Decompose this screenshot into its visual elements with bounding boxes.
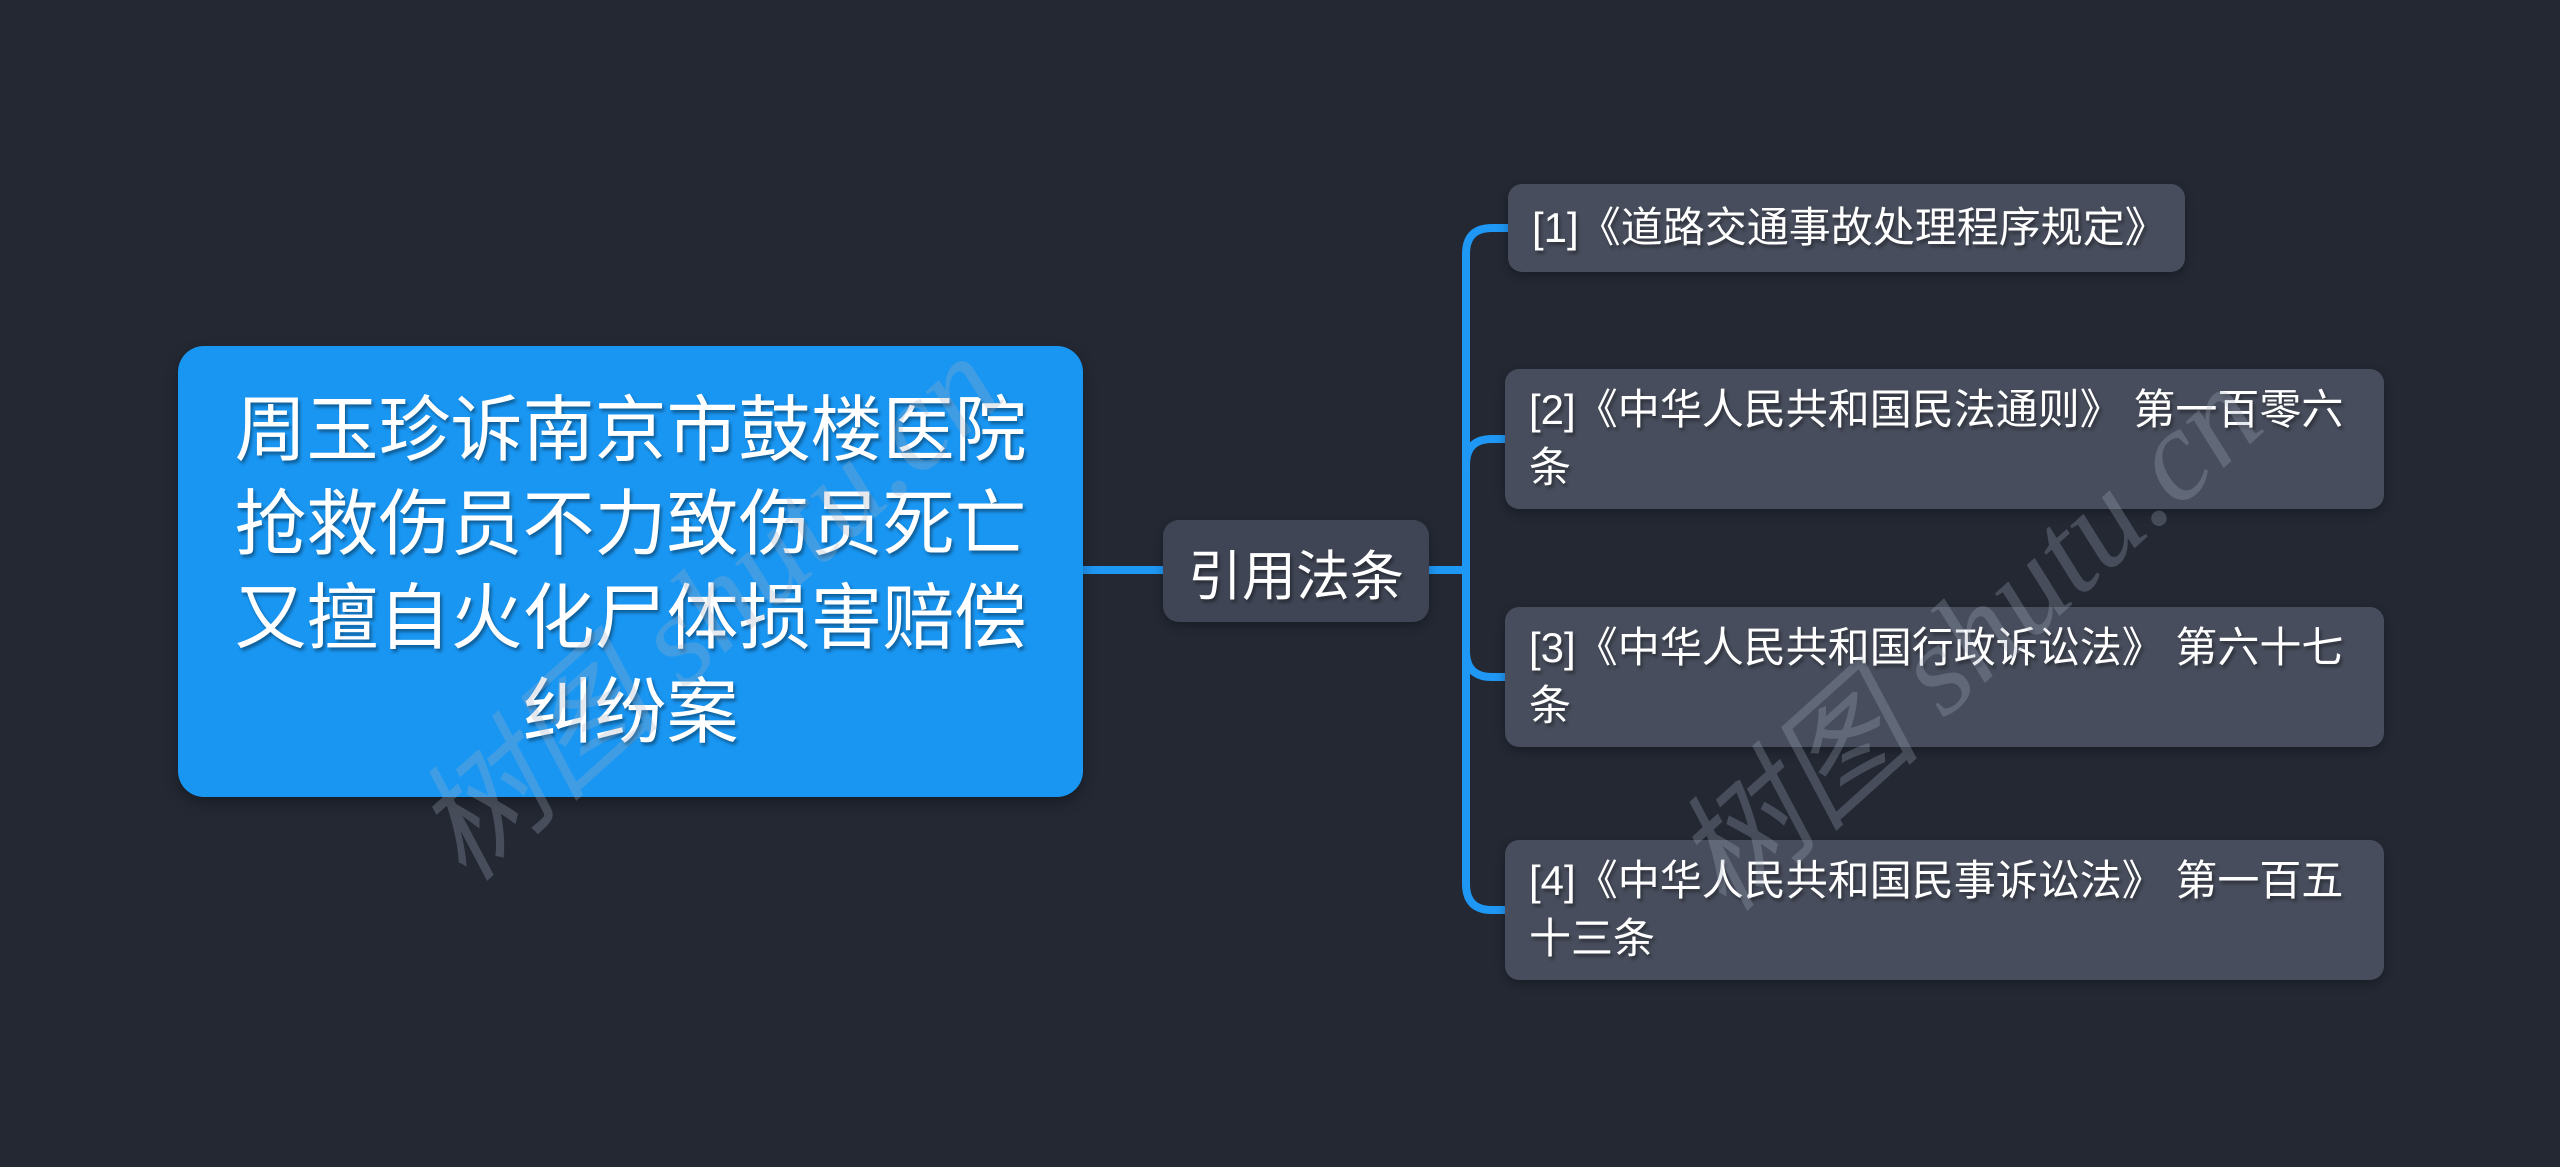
connector-branch-to-citation-1 <box>1462 224 1514 574</box>
connector-branch-to-citation-4 <box>1462 566 1511 914</box>
branch-node-cited-statutes[interactable]: 引用法条 <box>1163 520 1429 622</box>
citation-node-3[interactable]: [3]《中华人民共和国行政诉讼法》 第六十七条 <box>1505 607 2384 747</box>
citation-label: [2]《中华人民共和国民法通则》 第一百零六条 <box>1529 386 2344 491</box>
root-topic-node[interactable]: 周玉珍诉南京市鼓楼医院抢救伤员不力致伤员死亡又擅自火化尸体损害赔偿纠纷案 <box>178 346 1083 797</box>
citation-node-4[interactable]: [4]《中华人民共和国民事诉讼法》 第一百五十三条 <box>1505 840 2384 980</box>
citation-node-1[interactable]: [1]《道路交通事故处理程序规定》 <box>1508 184 2185 272</box>
connector-branch-to-citation-2 <box>1462 435 1511 574</box>
branch-node-label: 引用法条 <box>1188 546 1404 607</box>
citation-label: [1]《道路交通事故处理程序规定》 <box>1532 204 2167 251</box>
citation-label: [3]《中华人民共和国行政诉讼法》 第六十七条 <box>1529 624 2344 729</box>
connector-branch-to-citation-3 <box>1462 566 1511 681</box>
root-topic-label: 周玉珍诉南京市鼓楼医院抢救伤员不力致伤员死亡又擅自火化尸体损害赔偿纠纷案 <box>234 390 1027 753</box>
citation-node-2[interactable]: [2]《中华人民共和国民法通则》 第一百零六条 <box>1505 369 2384 509</box>
citation-label: [4]《中华人民共和国民事诉讼法》 第一百五十三条 <box>1529 857 2344 962</box>
